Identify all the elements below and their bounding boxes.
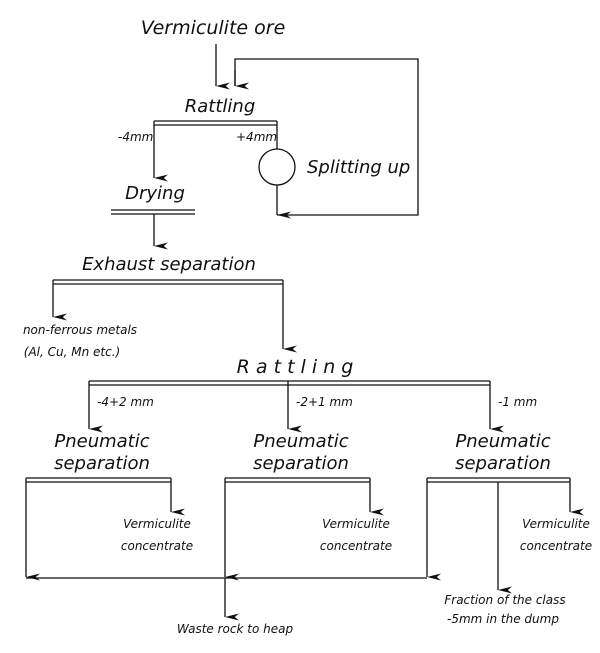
splitting-mill-symbol — [258, 148, 296, 186]
node-rattling-2: R a t t l i n g — [237, 356, 354, 378]
node-exhaust-separation: Exhaust separation — [82, 254, 256, 275]
node-pneumatic-1-line1: Pneumatic — [54, 431, 149, 452]
node-concentrate-2-line1: Vermiculite — [322, 517, 390, 531]
node-pneumatic-3-line2: separation — [455, 453, 551, 474]
edge-label-plus-4mm: +4mm — [236, 130, 277, 144]
node-pneumatic-1-line2: separation — [54, 453, 150, 474]
edge-recycle-loop — [234, 58, 419, 216]
node-fraction-line1: Fraction of the class — [444, 593, 565, 607]
node-rattling-1: Rattling — [185, 96, 256, 117]
node-concentrate-3-line2: concentrate — [520, 539, 592, 553]
node-pneumatic-2-line1: Pneumatic — [253, 431, 348, 452]
node-concentrate-3-line1: Vermiculite — [522, 517, 590, 531]
node-splitting-up: Splitting up — [307, 157, 410, 178]
node-concentrate-2-line2: concentrate — [320, 539, 392, 553]
node-fraction-line2: -5mm in the dump — [447, 612, 559, 626]
node-waste-rock: Waste rock to heap — [177, 622, 294, 636]
node-concentrate-1-line2: concentrate — [121, 539, 193, 553]
edge-label-minus-4mm: -4mm — [118, 130, 153, 144]
node-vermiculite-ore: Vermiculite ore — [141, 17, 286, 39]
node-nonferrous-line1: non-ferrous metals — [23, 323, 137, 337]
edge-label-frac-2: -2+1 mm — [296, 395, 353, 409]
node-concentrate-1-line1: Vermiculite — [123, 517, 191, 531]
node-pneumatic-3-line1: Pneumatic — [455, 431, 550, 452]
edge-label-frac-3: -1 mm — [498, 395, 537, 409]
edge-label-frac-1: -4+2 mm — [97, 395, 154, 409]
node-pneumatic-2-line2: separation — [253, 453, 349, 474]
node-drying: Drying — [125, 183, 185, 204]
node-nonferrous-line2: (Al, Cu, Mn etc.) — [24, 345, 120, 359]
